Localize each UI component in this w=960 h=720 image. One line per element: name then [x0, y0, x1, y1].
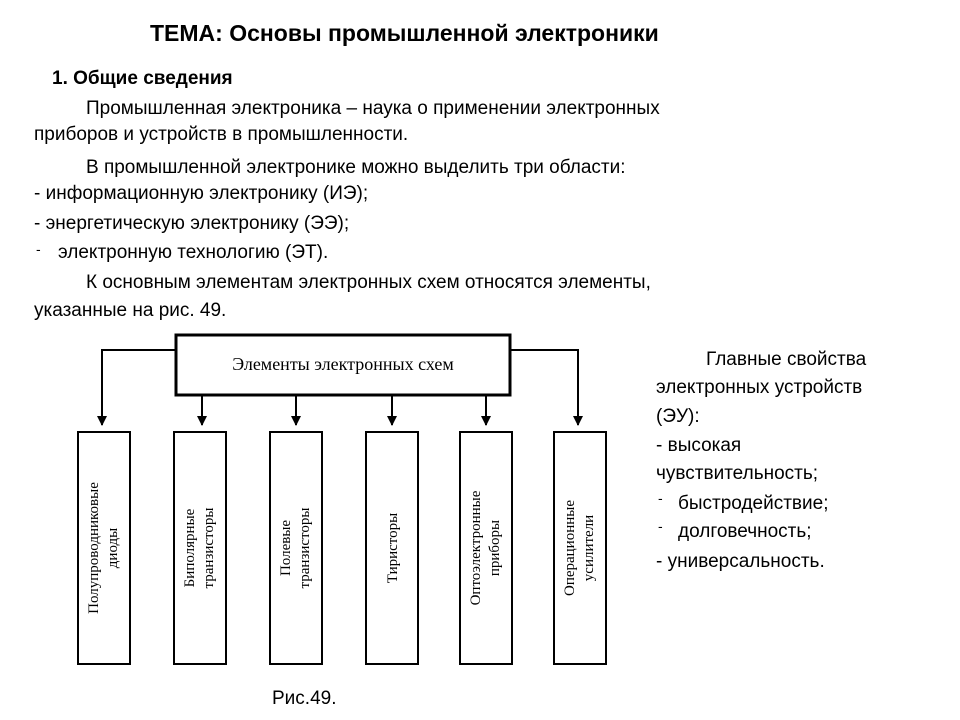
box-opto: [459, 431, 513, 665]
paragraph-line: приборов и устройств в промышленности.: [34, 124, 409, 145]
page-title: ТЕМА: Основы промышленной электроники: [150, 20, 659, 46]
paragraph-line: Промышленная электроника – наука о приме…: [86, 98, 660, 119]
property-item: чувствительность;: [656, 463, 819, 484]
child-label: транзисторы: [297, 508, 313, 589]
child-label: Операционные: [562, 500, 578, 596]
root-label: Элементы электронных схем: [232, 354, 454, 374]
child-label: Биполярные: [182, 508, 198, 587]
connector-right: [510, 349, 583, 426]
property-item: - универсальность.: [656, 551, 825, 572]
property-item: долговечность;: [678, 521, 812, 542]
child-label: Оптоэлектронные: [468, 490, 484, 605]
box-bipolar: [173, 431, 227, 665]
properties-heading: электронных устройств: [656, 377, 863, 398]
box-opamp: [553, 431, 607, 665]
paragraph-line: В промышленной электронике можно выделит…: [86, 157, 626, 178]
paragraph-line: указанные на рис. 49.: [34, 300, 227, 321]
child-label: диоды: [105, 528, 121, 568]
box-fet: [269, 431, 323, 665]
list-item: электронную технологию (ЭТ).: [58, 242, 329, 263]
properties-heading: (ЭУ):: [656, 406, 700, 427]
elements-diagram: Элементы электронных схем Полупроводнико…: [77, 333, 607, 665]
connector-left: [97, 349, 176, 426]
property-item: быстродействие;: [678, 493, 829, 514]
list-bullet: -: [658, 518, 663, 534]
paragraph-line: К основным элементам электронных схем от…: [86, 272, 651, 293]
figure-caption: Рис.49.: [272, 688, 337, 709]
child-label: приборы: [487, 520, 503, 576]
child-label: Полевые: [278, 520, 294, 576]
section-heading: 1. Общие сведения: [52, 68, 233, 89]
box-diodes: [77, 431, 131, 665]
child-label: Полупроводниковые: [86, 482, 102, 614]
child-label: транзисторы: [201, 508, 217, 589]
child-label: Тиристоры: [385, 513, 401, 583]
list-bullet: -: [658, 490, 663, 506]
child-label: усилители: [581, 515, 597, 581]
properties-heading: Главные свойства: [706, 349, 867, 370]
property-item: - высокая: [656, 435, 742, 456]
box-thyristors: [365, 431, 419, 665]
list-item: - информационную электронику (ИЭ);: [34, 183, 369, 204]
root-box: [174, 333, 512, 397]
list-bullet: -: [36, 241, 41, 257]
list-item: - энергетическую электронику (ЭЭ);: [34, 213, 350, 234]
